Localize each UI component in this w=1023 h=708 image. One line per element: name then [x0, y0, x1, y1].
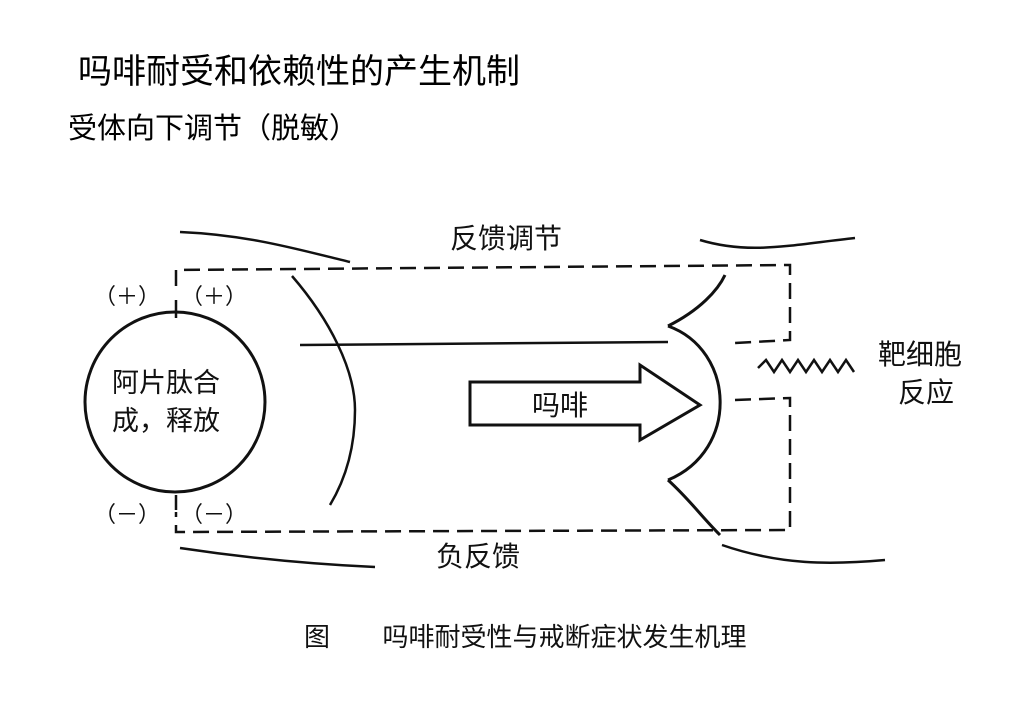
target-cell-label-line2: 反应 [898, 376, 954, 409]
feedback-loop-top-line [174, 263, 792, 345]
opioid-peptide-cell [83, 310, 267, 494]
target-cell-label-line1: 靶细胞 [878, 338, 962, 371]
signal-line [299, 340, 669, 347]
target-response-zigzag [757, 357, 856, 375]
circle-text-line2: 成，释放 [112, 406, 220, 437]
circle-text-line1: 阿片肽合 [112, 368, 220, 399]
minus-sign-right: （－） [181, 503, 247, 528]
figure-label: 图 [304, 623, 331, 653]
morphine-arrow-label: 吗啡 [532, 389, 588, 422]
left-neuron-top-curve [179, 230, 351, 264]
minus-sign-left: （－） [94, 503, 160, 528]
plus-sign-left: （＋） [94, 285, 160, 310]
feedback-loop-bottom-line [174, 396, 792, 534]
page-subtitle: 受体向下调节（脱敏） [68, 111, 359, 145]
negative-feedback-label: 负反馈 [436, 540, 520, 573]
target-cell-bottom-curve [721, 543, 886, 565]
receptor-inner-curve [699, 236, 856, 250]
presynaptic-membrane-curve [291, 275, 357, 506]
receptor-crescent [666, 274, 727, 537]
page-title: 吗啡耐受和依赖性的产生机制 [78, 52, 520, 92]
feedback-regulation-label: 反馈调节 [450, 222, 562, 255]
figure-caption-text: 吗啡耐受性与戒断症状发生机理 [382, 623, 747, 653]
morphine-arrow [468, 362, 703, 443]
figure-caption: 图 吗啡耐受性与戒断症状发生机理 [304, 618, 747, 658]
plus-sign-right: （＋） [181, 285, 247, 310]
left-neuron-bottom-curve [179, 546, 376, 569]
